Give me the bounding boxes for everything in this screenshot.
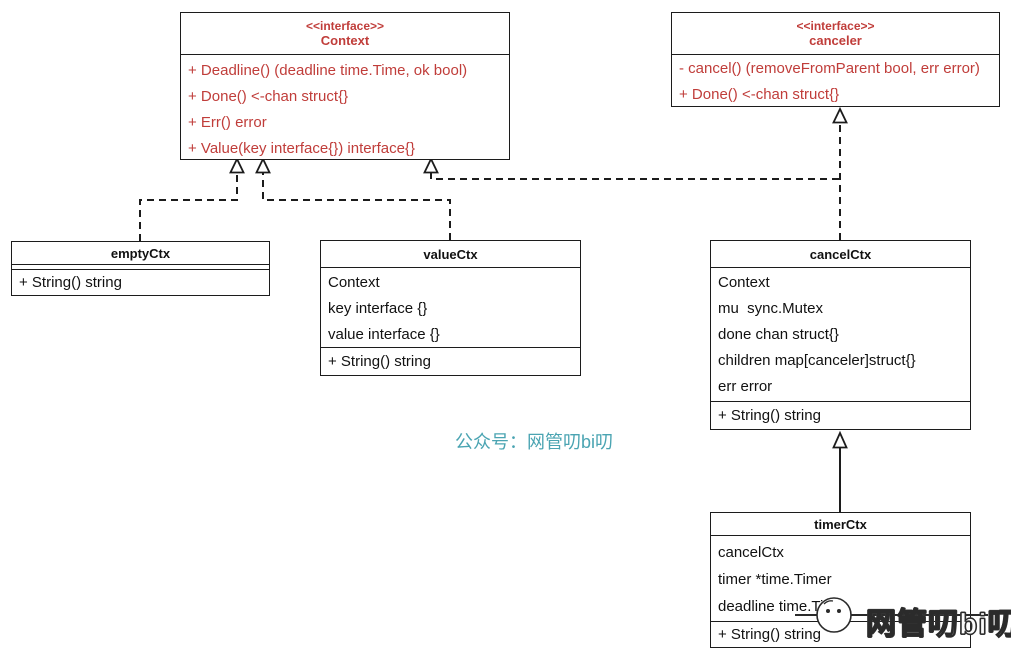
attribute-item: done chan struct{} [718,326,839,343]
hollow-triangle-arrowhead [832,106,848,124]
watermark-text-logo: 网管叨bi叨 [865,607,1011,641]
attribute-item: value interface {} [328,326,440,343]
method-item: - cancel() (removeFromParent bool, err e… [679,60,980,77]
method-item: + Err() error [188,114,267,131]
methods-compartment: + Deadline() (deadline time.Time, ok boo… [181,54,509,159]
hollow-triangle-arrowhead [255,156,271,174]
attributes-compartment: cancelCtx timer *time.Timer deadline tim… [711,535,970,621]
attribute-item: children map[canceler]struct{} [718,352,916,369]
method-item: + Deadline() (deadline time.Time, ok boo… [188,62,468,79]
methods-compartment: + String() string [711,401,970,429]
class-name: emptyCtx [110,245,171,261]
class-header-valuectx: valueCtx [321,241,580,267]
class-name: valueCtx [423,246,478,262]
method-item: + String() string [718,407,821,424]
method-item: + Value(key interface{}) interface{} [188,140,415,157]
class-box-cancelctx: cancelCtx Context mu sync.Mutex done cha… [710,240,971,430]
class-name: Context [320,33,370,48]
class-box-valuectx: valueCtx Context key interface {} value … [320,240,581,376]
attribute-item: timer *time.Timer [718,571,832,588]
methods-compartment: + String() string [12,269,269,295]
realization-line-valuectx-context [262,172,451,240]
attribute-item: mu sync.Mutex [718,300,824,317]
attribute-item: err error [718,378,773,395]
method-item: + String() string [19,274,122,291]
class-box-canceler: <<interface>> canceler - cancel() (remov… [671,12,1000,107]
hollow-triangle-arrowhead [832,430,848,449]
stereotype-label: <<interface>> [305,19,385,33]
attribute-item: Context [718,274,770,291]
attribute-item: cancelCtx [718,544,784,561]
watermark-face-icon [816,597,866,633]
realization-line-emptyctx-context [139,172,238,241]
attribute-item: key interface {} [328,300,428,317]
methods-compartment: - cancel() (removeFromParent bool, err e… [672,54,999,106]
attributes-compartment: Context mu sync.Mutex done chan struct{}… [711,267,970,401]
class-box-context: <<interface>> Context + Deadline() (dead… [180,12,510,160]
class-name: timerCtx [814,516,867,532]
stereotype-label: <<interface>> [796,19,875,33]
attributes-compartment-empty [12,264,269,269]
method-item: + Done() <-chan struct{} [188,88,349,105]
hollow-triangle-arrowhead [423,156,439,174]
realization-line-cancelctx-context [430,172,840,180]
methods-compartment: + String() string [321,347,580,375]
watermark-strikethrough-line [795,614,988,616]
attribute-item: Context [328,274,380,291]
class-header-context: <<interface>> Context [181,13,509,54]
method-item: + Done() <-chan struct{} [679,86,840,103]
attributes-compartment: Context key interface {} value interface… [321,267,580,347]
class-box-emptyctx: emptyCtx + String() string [11,241,270,296]
class-name: canceler [809,33,862,48]
method-item: + String() string [718,626,821,643]
method-item: + String() string [328,353,431,370]
class-name: cancelCtx [809,246,872,262]
class-header-emptyctx: emptyCtx [12,242,269,264]
class-header-timerctx: timerCtx [711,513,970,535]
watermark-text-center: 公众号：网管叨bi叨 [455,432,614,452]
class-header-canceler: <<interface>> canceler [672,13,999,54]
class-header-cancelctx: cancelCtx [711,241,970,267]
hollow-triangle-arrowhead [229,156,245,174]
